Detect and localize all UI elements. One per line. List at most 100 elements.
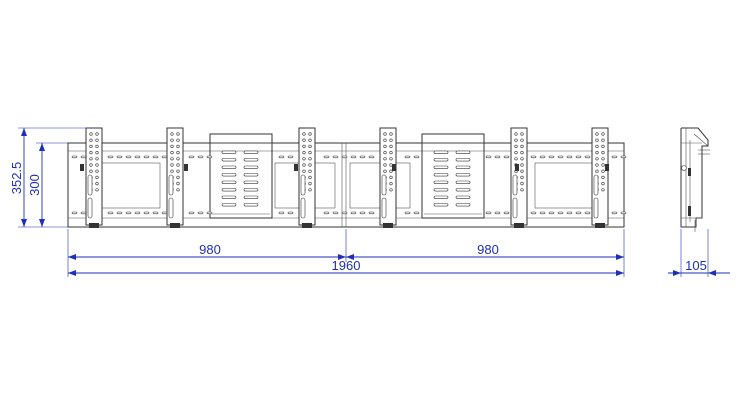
bracket-hole (383, 138, 387, 142)
inner-panel-4 (534, 162, 596, 209)
bracket-hole (595, 138, 599, 142)
plate-slot (243, 195, 259, 199)
bracket-hole (95, 138, 99, 142)
clip-3 (294, 164, 298, 171)
bracket-6 (591, 127, 609, 228)
bracket-hole (89, 144, 93, 148)
rail-slot (197, 211, 204, 215)
rail-slot (188, 155, 195, 159)
bracket-slot (168, 197, 174, 219)
bracket-hole (601, 175, 605, 179)
bracket-hole (601, 138, 605, 142)
bracket-hole (95, 182, 99, 186)
bracket-hole (170, 132, 174, 136)
bracket-hole (520, 144, 524, 148)
plate-slot (433, 188, 449, 192)
rail-slot (332, 155, 339, 159)
rail-slot (134, 155, 141, 159)
mounting-brackets (85, 127, 609, 228)
bracket-hole (514, 144, 518, 148)
bracket-slot (512, 197, 518, 219)
bracket-hole (520, 169, 524, 173)
bracket-hole (389, 144, 393, 148)
bracket-hole (520, 175, 524, 179)
rail-slot (404, 155, 411, 159)
rail-slot (134, 211, 141, 215)
rail-slot (575, 211, 582, 215)
bracket-hole (383, 132, 387, 136)
bracket-hole (601, 144, 605, 148)
bracket-foot (595, 223, 605, 228)
rail-slot (143, 155, 150, 159)
bracket-slot (381, 197, 387, 219)
plate-slot (243, 188, 259, 192)
bracket-slot (381, 174, 387, 196)
plate-slot (243, 173, 259, 177)
bracket-hole (176, 157, 180, 161)
bracket-2 (166, 127, 184, 228)
bracket-hole (308, 132, 312, 136)
bracket-hole (389, 157, 393, 161)
clip-2 (184, 164, 188, 171)
rail-slot (341, 211, 348, 215)
bracket-3 (298, 127, 316, 228)
bracket-hole (95, 163, 99, 167)
bracket-foot (302, 223, 312, 228)
rail-slot (278, 211, 285, 215)
rail-slot (161, 155, 168, 159)
rail-slot (116, 211, 123, 215)
bracket-hole (601, 188, 605, 192)
rail-slot (620, 211, 627, 215)
rail-slot (323, 155, 330, 159)
bracket-hole (95, 144, 99, 148)
rail-slot (530, 211, 537, 215)
bracket-hole (383, 169, 387, 173)
rail-slot (143, 211, 150, 215)
plate-slot (433, 165, 449, 169)
bracket-hole (595, 132, 599, 136)
rail-slot (539, 155, 546, 159)
bracket-hole (170, 163, 174, 167)
bracket-hole (389, 151, 393, 155)
bracket-hole (514, 157, 518, 161)
bracket-hole (176, 163, 180, 167)
bracket-hole (383, 144, 387, 148)
rail-slot (206, 211, 213, 215)
bracket-hole (383, 163, 387, 167)
bracket-hole (601, 132, 605, 136)
rail-slot (548, 155, 555, 159)
center-plate-left (209, 133, 273, 219)
rail-slot (278, 155, 285, 159)
side-bolt (681, 165, 687, 171)
bracket-hole (302, 132, 306, 136)
rail-slot (494, 155, 501, 159)
rail-slot (80, 155, 87, 159)
bracket-hole (595, 163, 599, 167)
rail-slot (152, 211, 159, 215)
rail-slot (557, 211, 564, 215)
bracket-slot (512, 174, 518, 196)
dimension-depth-label: 105 (685, 258, 707, 273)
rail-slot (287, 155, 294, 159)
rail-slot (350, 211, 357, 215)
rail-slot (548, 211, 555, 215)
rail-slot (71, 211, 78, 215)
bracket-hole (89, 151, 93, 155)
rail-slot (332, 211, 339, 215)
bracket-hole (601, 182, 605, 186)
plate-slot (221, 165, 237, 169)
plate-slot (455, 165, 471, 169)
rail-slot (206, 155, 213, 159)
bracket-hole (389, 163, 393, 167)
bracket-hole (520, 138, 524, 142)
rail-slot (359, 211, 366, 215)
plate-slot (221, 203, 237, 207)
rail-slot (404, 211, 411, 215)
bracket-hole (302, 151, 306, 155)
rail-slot (71, 155, 78, 159)
bracket-hole (308, 163, 312, 167)
bracket-hole (176, 182, 180, 186)
bracket-hole (89, 157, 93, 161)
bracket-hole (601, 169, 605, 173)
bracket-1 (85, 127, 103, 228)
